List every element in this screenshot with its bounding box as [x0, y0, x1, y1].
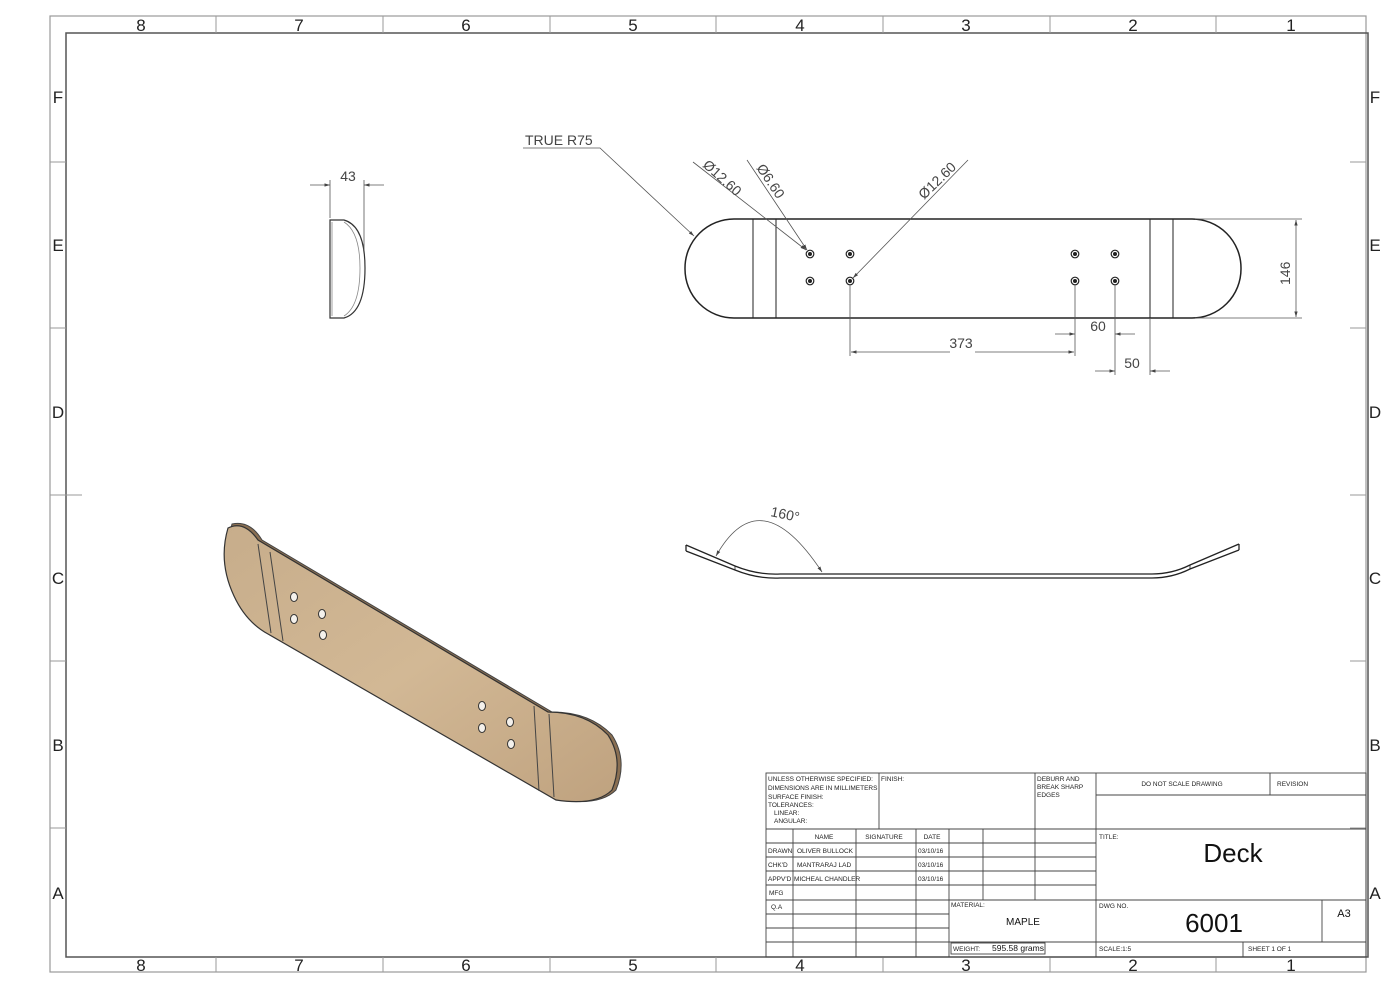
dim-end-offset-label: 50 — [1124, 355, 1140, 371]
tb-row-mfg-role: MFG — [769, 890, 783, 897]
tb-material: MAPLE — [1006, 917, 1040, 928]
zone-row-b-right: B — [1369, 736, 1380, 755]
zone-col-3: 3 — [961, 16, 970, 35]
zone-rows-right: F E D C B A — [1369, 88, 1381, 903]
dim-end-offset — [1095, 318, 1170, 375]
tb-col-signature: SIGNATURE — [865, 834, 903, 841]
tb-note-3: SURFACE FINISH: — [768, 794, 824, 801]
tb-row-approved-role: APPV'D — [768, 876, 792, 883]
tb-row-drawn-name: OLIVER BULLOCK — [797, 848, 854, 855]
dim-width — [1195, 218, 1302, 319]
zone-row-e: E — [52, 236, 63, 255]
tb-sheet: SHEET 1 OF 1 — [1248, 946, 1292, 953]
zone-col-5: 5 — [628, 16, 637, 35]
tb-weight: 595.58 grams — [992, 943, 1044, 953]
tb-note-4: TOLERANCES: — [768, 802, 814, 809]
dim-kick-angle-label: 160° — [769, 503, 801, 525]
zone-row-b: B — [52, 736, 63, 755]
tb-deburr-3: EDGES — [1037, 792, 1060, 799]
dim-hole-dia-1: Ø12.60 — [700, 156, 745, 199]
tb-note-5: LINEAR: — [774, 810, 799, 817]
zone-col-5-bottom: 5 — [628, 956, 637, 975]
isometric-view — [223, 522, 622, 803]
tb-sheet-size: A3 — [1337, 908, 1350, 920]
dim-thickness-label: 43 — [340, 168, 356, 184]
zone-row-a: A — [52, 884, 64, 903]
tb-row-checked-role: CHK'D — [768, 862, 788, 869]
tb-col-name: NAME — [815, 834, 834, 841]
tb-row-drawn-date: 03/10/16 — [918, 848, 944, 855]
zone-col-6-bottom: 6 — [461, 956, 470, 975]
tb-deburr-1: DEBURR AND — [1037, 776, 1080, 783]
zone-columns-bottom: 8 7 6 5 4 3 2 1 — [136, 956, 1295, 975]
dim-width-label: 146 — [1277, 261, 1293, 285]
zone-col-8: 8 — [136, 16, 145, 35]
zone-ticks — [50, 16, 1366, 972]
end-view — [329, 219, 366, 319]
tb-col-date: DATE — [924, 834, 942, 841]
tb-finish-label: FINISH: — [881, 776, 904, 783]
zone-col-3-bottom: 3 — [961, 956, 970, 975]
side-view — [685, 543, 1240, 579]
zone-row-d-right: D — [1369, 403, 1381, 422]
zone-col-4: 4 — [795, 16, 804, 35]
zone-col-1: 1 — [1286, 16, 1295, 35]
zone-row-c-right: C — [1369, 569, 1381, 588]
leaders — [523, 147, 969, 279]
dim-hole-spacing-label: 373 — [949, 335, 973, 351]
dim-kick-angle — [715, 520, 823, 573]
tb-material-label: MATERIAL: — [951, 902, 985, 909]
tb-row-approved-date: 03/10/16 — [918, 876, 944, 883]
tb-note-1: UNLESS OTHERWISE SPECIFIED: — [768, 776, 873, 783]
zone-col-4-bottom: 4 — [795, 956, 804, 975]
dim-truck-spacing — [1055, 284, 1135, 375]
zone-rows-left: F E D C B A — [52, 88, 64, 903]
tb-note-2: DIMENSIONS ARE IN MILLIMETERS — [768, 785, 878, 792]
zone-columns-top: 8 7 6 5 4 3 2 1 — [136, 16, 1295, 35]
tb-deburr-2: BREAK SHARP — [1037, 784, 1083, 791]
tb-revision-label: REVISION — [1277, 781, 1308, 788]
zone-col-8-bottom: 8 — [136, 956, 145, 975]
title-block: UNLESS OTHERWISE SPECIFIED: DIMENSIONS A… — [765, 772, 1367, 958]
tb-title-label: TITLE: — [1099, 834, 1119, 841]
tb-dwg-no: 6001 — [1185, 908, 1243, 938]
dim-hole-dia-2: Ø6.60 — [754, 161, 789, 202]
top-view-holes — [805, 249, 1120, 286]
zone-col-2: 2 — [1128, 16, 1137, 35]
zone-row-c: C — [52, 569, 64, 588]
dim-true-radius: TRUE R75 — [525, 132, 593, 148]
tb-row-checked-name: MANTRARAJ LAD — [797, 862, 851, 869]
tb-note-6: ANGULAR: — [774, 818, 807, 825]
dim-truck-spacing-label: 60 — [1090, 318, 1106, 334]
tb-row-approved-name: MICHEAL CHANDLER — [794, 876, 861, 883]
zone-row-d: D — [52, 403, 64, 422]
tb-do-not-scale: DO NOT SCALE DRAWING — [1141, 781, 1222, 788]
tb-title: Deck — [1203, 838, 1263, 868]
tb-weight-label: WEIGHT: — [953, 946, 980, 953]
outer-border — [49, 15, 1367, 973]
top-view — [684, 218, 1242, 319]
tb-row-drawn-role: DRAWN — [768, 848, 793, 855]
zone-col-7: 7 — [294, 16, 303, 35]
zone-row-a-right: A — [1369, 884, 1381, 903]
dim-hole-dia-3: Ø12.60 — [915, 159, 959, 203]
zone-col-7-bottom: 7 — [294, 956, 303, 975]
dim-hole-spacing — [849, 284, 1076, 356]
tb-row-qa-role: Q.A — [771, 904, 783, 911]
tb-row-checked-date: 03/10/16 — [918, 862, 944, 869]
zone-col-6: 6 — [461, 16, 470, 35]
tb-dwg-no-label: DWG NO. — [1099, 903, 1128, 910]
zone-col-2-bottom: 2 — [1128, 956, 1137, 975]
zone-col-1-bottom: 1 — [1286, 956, 1295, 975]
zone-row-f-right: F — [1370, 88, 1380, 107]
dim-thickness — [310, 180, 384, 250]
tb-scale: SCALE:1:5 — [1099, 946, 1132, 953]
zone-row-e-right: E — [1369, 236, 1380, 255]
zone-row-f: F — [53, 88, 63, 107]
